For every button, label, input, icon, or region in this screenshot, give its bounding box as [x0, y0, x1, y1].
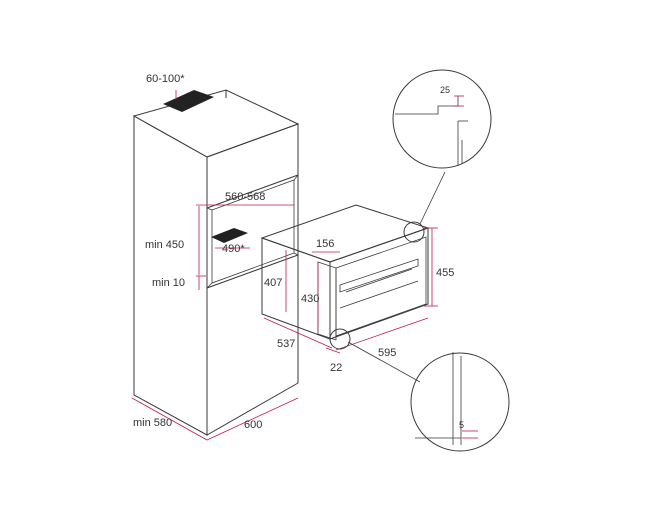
label-front-depth: 156	[316, 238, 334, 250]
label-cabinet-depth: min 580	[133, 417, 172, 429]
label-detail-bottom: 5	[459, 420, 464, 430]
label-niche-width: 560-568	[225, 191, 265, 203]
label-inner-height: 430	[301, 293, 319, 305]
label-front-offset: 22	[330, 362, 342, 374]
dimension-lines	[131, 90, 438, 441]
label-oven-height: 455	[436, 267, 454, 279]
label-oven-depth: 537	[277, 338, 295, 350]
label-min-height: min 450	[145, 239, 184, 251]
label-cabinet-width: 600	[244, 419, 262, 431]
label-detail-top: 25	[440, 85, 450, 95]
oven	[260, 204, 430, 341]
label-vent-top: 60-100*	[146, 73, 185, 85]
label-vent-slot: 490*	[222, 243, 245, 255]
top-vent-slot	[163, 90, 214, 112]
label-body-height: 407	[264, 277, 282, 289]
label-oven-width: 595	[378, 347, 396, 359]
detail-callouts	[329, 69, 510, 452]
tall-cabinet	[132, 89, 300, 436]
niche-vent-slot	[211, 228, 248, 243]
label-min-gap: min 10	[152, 277, 185, 289]
